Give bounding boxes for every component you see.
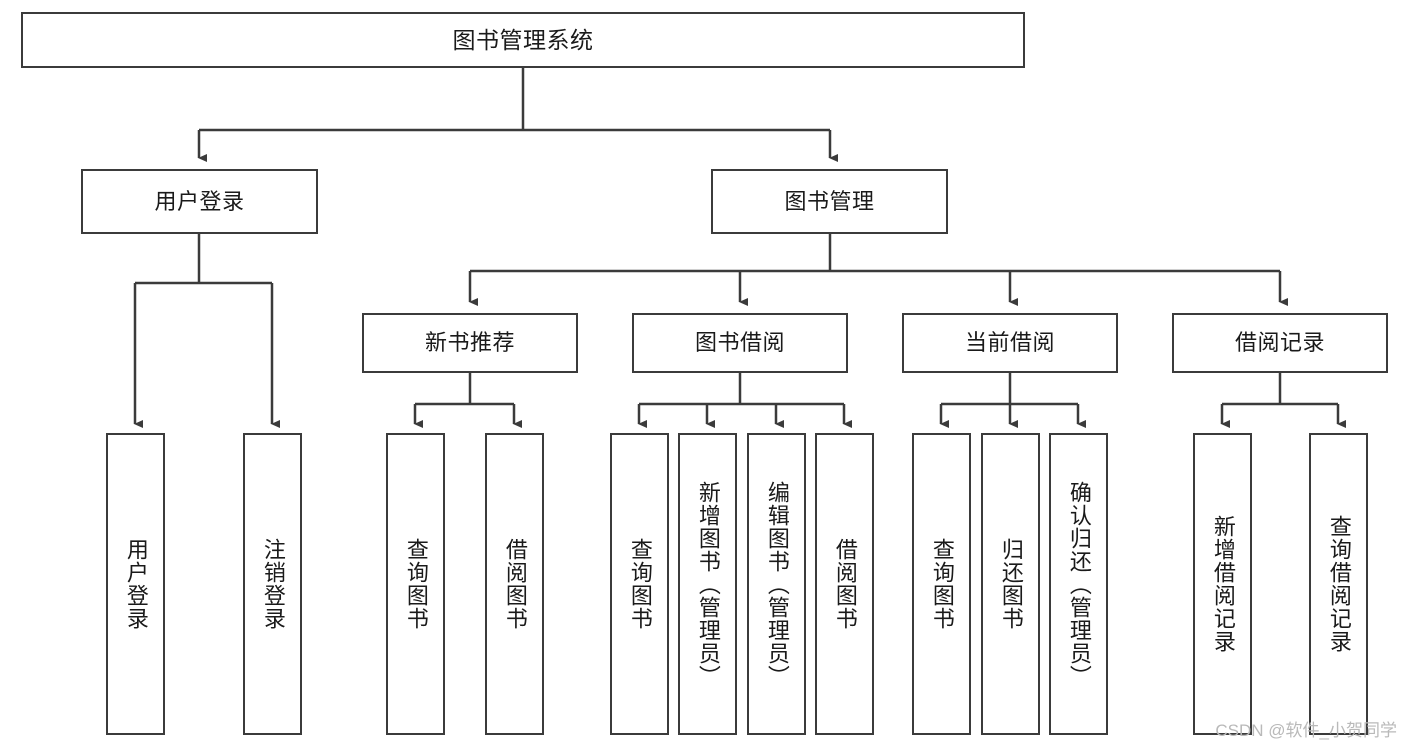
node-label: 查询图书: [627, 538, 653, 630]
node-leaf-query-borrow-record[interactable]: 查询借阅记录: [1309, 433, 1368, 735]
node-borrow-record[interactable]: 借阅记录: [1172, 313, 1388, 373]
node-book-management[interactable]: 图书管理: [711, 169, 948, 234]
node-label: 新增图书（管理员）: [695, 480, 721, 688]
node-leaf-borrow-book[interactable]: 借阅图书: [815, 433, 874, 735]
node-label: 图书借阅: [694, 330, 785, 356]
node-leaf-query-book-current[interactable]: 查询图书: [912, 433, 971, 735]
node-label: 编辑图书（管理员）: [764, 480, 790, 688]
node-label: 确认归还（管理员）: [1066, 480, 1092, 688]
node-new-book-recommend[interactable]: 新书推荐: [362, 313, 578, 373]
node-current-borrow[interactable]: 当前借阅: [902, 313, 1118, 373]
node-leaf-query-book-borrow[interactable]: 查询图书: [610, 433, 669, 735]
node-leaf-query-book-newbook[interactable]: 查询图书: [386, 433, 445, 735]
node-label: 查询借阅记录: [1326, 515, 1352, 653]
node-leaf-borrow-book-newbook[interactable]: 借阅图书: [485, 433, 544, 735]
node-label: 当前借阅: [964, 330, 1055, 356]
node-label: 借阅图书: [502, 538, 528, 630]
node-label: 用户登录: [123, 538, 149, 630]
node-label: 图书管理: [784, 188, 875, 214]
node-leaf-add-book-admin[interactable]: 新增图书（管理员）: [678, 433, 737, 735]
node-label: 查询图书: [403, 538, 429, 630]
node-leaf-edit-book-admin[interactable]: 编辑图书（管理员）: [747, 433, 806, 735]
node-leaf-logout[interactable]: 注销登录: [243, 433, 302, 735]
node-root-system[interactable]: 图书管理系统: [21, 12, 1025, 68]
node-label: 注销登录: [260, 538, 286, 630]
node-label: 归还图书: [998, 538, 1024, 630]
node-leaf-return-book[interactable]: 归还图书: [981, 433, 1040, 735]
node-label: 用户登录: [154, 188, 245, 214]
node-label: 查询图书: [929, 538, 955, 630]
node-label: 图书管理系统: [452, 26, 594, 53]
node-user-login[interactable]: 用户登录: [81, 169, 318, 234]
node-label: 借阅记录: [1234, 330, 1325, 356]
node-leaf-add-borrow-record[interactable]: 新增借阅记录: [1193, 433, 1252, 735]
node-leaf-user-login[interactable]: 用户登录: [106, 433, 165, 735]
node-book-borrow[interactable]: 图书借阅: [632, 313, 848, 373]
node-leaf-confirm-return-admin[interactable]: 确认归还（管理员）: [1049, 433, 1108, 735]
node-label: 借阅图书: [832, 538, 858, 630]
node-label: 新增借阅记录: [1210, 515, 1236, 653]
node-label: 新书推荐: [424, 330, 515, 356]
